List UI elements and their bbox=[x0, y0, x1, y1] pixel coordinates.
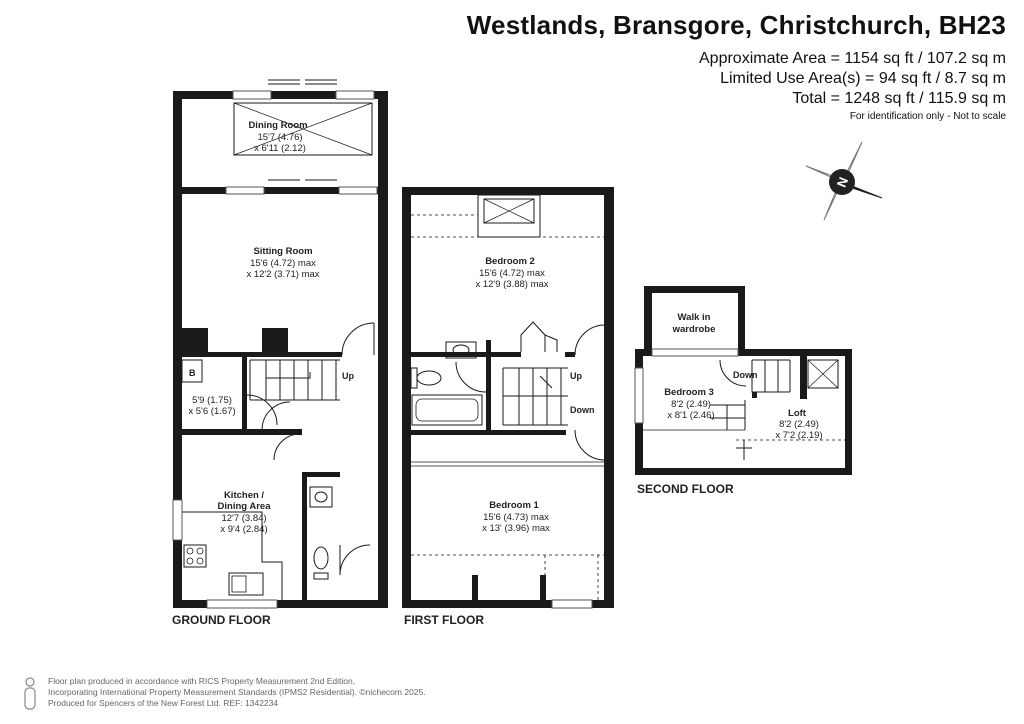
first-stairs-down: Down bbox=[570, 405, 595, 415]
bedroom3-dim2: x 8'1 (2.46) bbox=[667, 410, 714, 421]
bedroom2-name: Bedroom 2 bbox=[485, 256, 535, 267]
dining-room-dim2: x 6'11 (2.12) bbox=[254, 143, 306, 154]
compass-icon: N bbox=[805, 141, 883, 221]
loft-dim1: 8'2 (2.49) bbox=[779, 419, 819, 430]
loft-name: Loft bbox=[788, 408, 807, 419]
total-area: Total = 1248 sq ft / 115.9 sq m bbox=[792, 90, 1006, 107]
footer-line1: Floor plan produced in accordance with R… bbox=[48, 676, 356, 686]
ground-floor-plan bbox=[172, 79, 388, 609]
sitting-room-name: Sitting Room bbox=[253, 246, 312, 257]
dining-room-dim1: 15'7 (4.76) bbox=[257, 132, 302, 143]
utility-dim1: 5'9 (1.75) bbox=[192, 395, 232, 406]
bedroom3-dim1: 8'2 (2.49) bbox=[671, 399, 711, 410]
approximate-area: Approximate Area = 1154 sq ft / 107.2 sq… bbox=[699, 50, 1006, 67]
footer-notes: Floor plan produced in accordance with R… bbox=[48, 676, 426, 709]
footer-line3: Produced for Spencers of the New Forest … bbox=[48, 698, 279, 708]
first-stairs-up: Up bbox=[570, 371, 582, 381]
second-floor-label: SECOND FLOOR bbox=[637, 482, 734, 496]
sitting-room-dim2: x 12'2 (3.71) max bbox=[246, 269, 319, 280]
scale-disclaimer: For identification only - Not to scale bbox=[849, 111, 1006, 122]
kitchen-dim2: x 9'4 (2.84) bbox=[220, 524, 267, 535]
kitchen-dim1: 12'7 (3.84) bbox=[221, 513, 266, 524]
sitting-room-dim1: 15'6 (4.72) max bbox=[250, 258, 316, 269]
limited-use-area: Limited Use Area(s) = 94 sq ft / 8.7 sq … bbox=[720, 70, 1006, 87]
first-floor-label: FIRST FLOOR bbox=[404, 613, 484, 627]
person-scale-icon bbox=[24, 677, 36, 710]
ground-floor-label: GROUND FLOOR bbox=[172, 613, 271, 627]
footer-line2: Incorporating International Property Mea… bbox=[48, 687, 426, 697]
walkin-wardrobe-line2: wardrobe bbox=[672, 324, 716, 335]
second-floor-plan bbox=[634, 286, 852, 475]
walkin-wardrobe-line1: Walk in bbox=[678, 312, 711, 323]
boiler-tag: B bbox=[189, 368, 196, 378]
ground-stairs-up: Up bbox=[342, 371, 354, 381]
utility-dim2: x 5'6 (1.67) bbox=[188, 406, 235, 417]
kitchen-name-line2: Dining Area bbox=[218, 501, 272, 512]
bedroom1-dim1: 15'6 (4.73) max bbox=[483, 512, 549, 523]
second-stairs-down: Down bbox=[733, 370, 758, 380]
first-floor-plan bbox=[402, 187, 614, 609]
loft-dim2: x 7'2 (2.19) bbox=[775, 430, 822, 441]
property-title: Westlands, Bransgore, Christchurch, BH23 bbox=[466, 10, 1006, 40]
bedroom3-name: Bedroom 3 bbox=[664, 387, 714, 398]
bedroom1-dim2: x 13' (3.96) max bbox=[482, 523, 550, 534]
bedroom2-dim2: x 12'9 (3.88) max bbox=[475, 279, 548, 290]
bedroom1-name: Bedroom 1 bbox=[489, 500, 539, 511]
dining-room-name: Dining Room bbox=[248, 120, 307, 131]
bedroom2-dim1: 15'6 (4.72) max bbox=[479, 268, 545, 279]
kitchen-name-line1: Kitchen / bbox=[224, 490, 264, 501]
